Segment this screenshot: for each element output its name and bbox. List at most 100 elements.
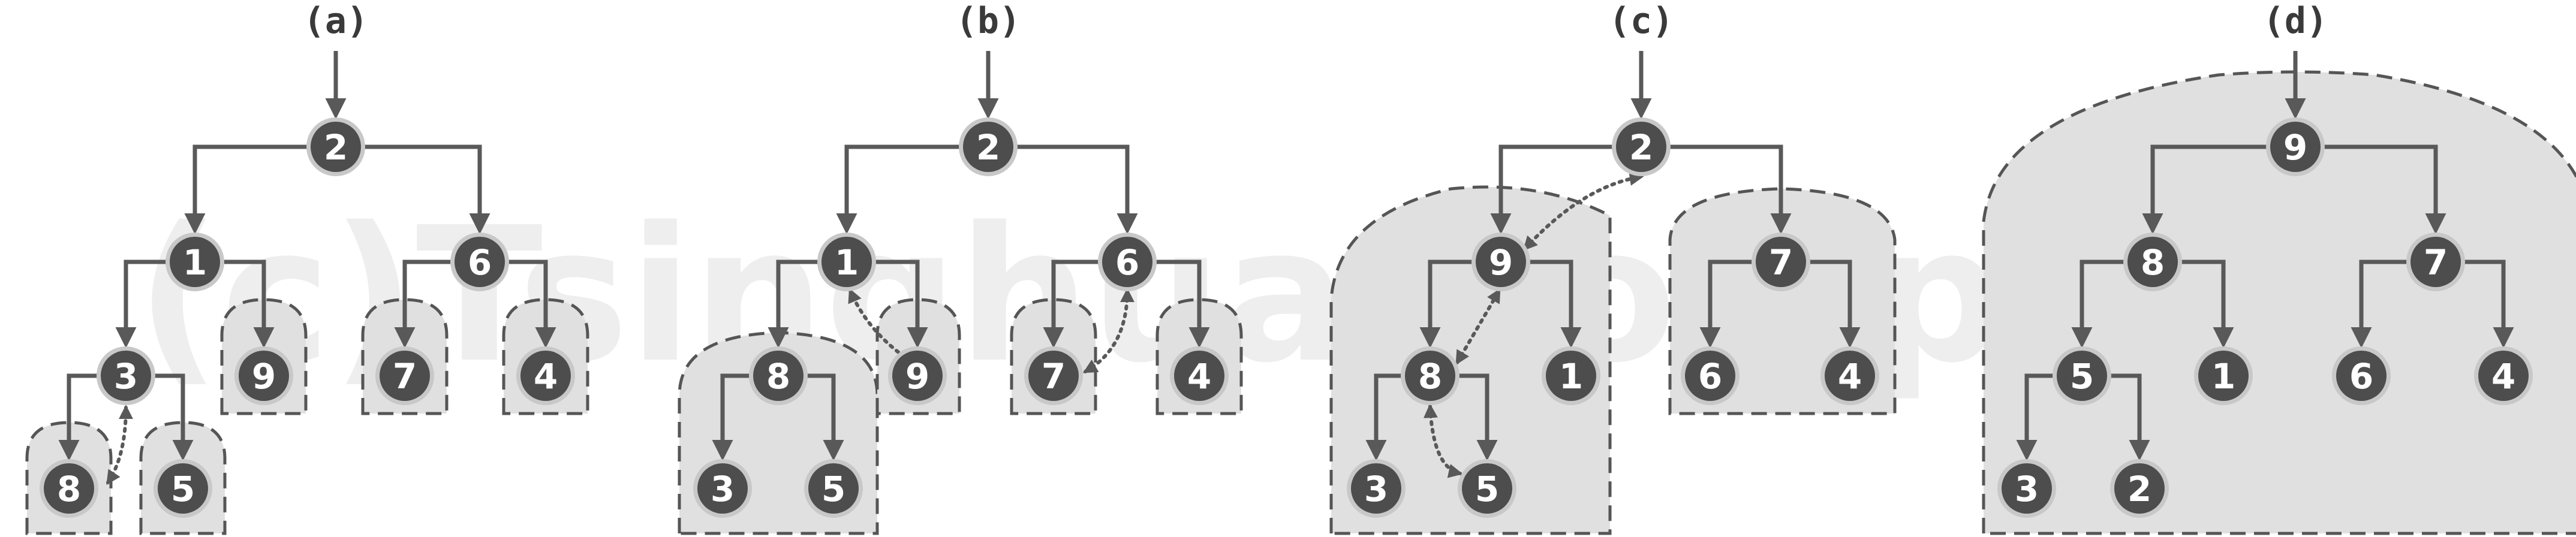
tree-edge [836,144,988,234]
node-circle [1028,351,1079,401]
node-circle [2478,351,2529,401]
heap-node: 2 [306,117,365,176]
node-value: 5 [1475,469,1499,509]
node-value: 2 [2127,469,2151,509]
node-circle [311,122,361,172]
node-circle [170,237,220,287]
node-circle [1405,351,1455,401]
node-circle [1462,463,1512,514]
heap-node: 8 [1401,346,1459,405]
swap-arrow [1082,288,1134,373]
heap-node: 8 [40,459,98,518]
heap-node: 2 [1612,117,1671,176]
heap-node: 6 [1098,233,1157,291]
node-circle [892,351,943,401]
node-value: 5 [821,469,845,509]
swap-arrow [106,405,133,485]
node-circle [158,463,208,514]
node-circle [239,351,289,401]
node-value: 2 [1629,127,1653,168]
node-value: 4 [534,356,558,397]
heap-node: 5 [804,459,863,518]
node-circle [2336,351,2387,401]
heap-node: 5 [154,459,212,518]
node-circle [963,122,1013,172]
heap-node: 6 [1681,346,1740,405]
heap-node: 7 [1752,233,1810,291]
heap-node: 4 [516,346,575,405]
node-circle [1756,237,1806,287]
node-value: 3 [711,469,735,509]
heap-node: 8 [2123,233,2182,291]
node-circle [1174,351,1224,401]
node-value: 1 [1559,356,1583,397]
node-circle [2198,351,2249,401]
heap-node: 4 [1170,346,1229,405]
node-circle [1825,351,1875,401]
heap-node: 1 [165,233,224,291]
heap-node: 9 [2266,117,2325,176]
node-value: 1 [835,242,859,283]
node-value: 5 [2070,356,2094,397]
tree-edge [336,144,490,234]
heap-node: 4 [1820,346,1879,405]
heap-node: 7 [2406,233,2465,291]
node-value: 8 [1418,356,1442,397]
node-value: 4 [2491,356,2515,397]
node-value: 9 [905,356,929,397]
node-circle [1102,237,1152,287]
node-value: 8 [766,356,790,397]
heap-node: 5 [1458,459,1516,518]
heap-node: 3 [693,459,752,518]
node-circle [101,351,151,401]
node-value: 6 [2349,356,2373,397]
heap-node: 6 [2332,346,2391,405]
panel-label: (b) [956,0,1021,42]
node-value: 4 [1838,356,1862,397]
node-circle [520,351,571,401]
heap-node: 3 [1997,459,2056,518]
node-circle [697,463,748,514]
node-circle [1351,463,1401,514]
node-circle [2114,463,2165,514]
swap-arrow [848,288,920,367]
node-circle [753,351,804,401]
tree-edge [2295,144,2446,234]
node-circle [1546,351,1596,401]
heap-node: 7 [1024,346,1083,405]
node-circle [2270,122,2321,172]
node-value: 1 [183,242,207,283]
swap-arrow [1455,288,1501,366]
heap-node: 4 [2474,346,2533,405]
heap-node: 5 [2053,346,2111,405]
heap-node: 1 [817,233,876,291]
node-circle [2127,237,2178,287]
node-value: 8 [57,469,81,509]
tree-edge [988,144,1138,234]
panel-label: (a) [303,0,368,42]
node-circle [44,463,94,514]
node-circle [2002,463,2052,514]
panel-labels: (a)(b)(c)(d) [303,0,2328,42]
heap-node: 2 [2110,459,2169,518]
tree-edge [2142,144,2295,234]
node-value: 3 [1364,469,1388,509]
node-circle [1476,237,1526,287]
heap-node: 8 [749,346,808,405]
heap-node: 2 [959,117,1018,176]
heap-node: 9 [234,346,293,405]
node-value: 7 [393,356,417,397]
panel-label: (c) [1609,0,1674,42]
node-value: 6 [1698,356,1722,397]
node-value: 7 [1042,356,1066,397]
node-value: 2 [976,127,1000,168]
tree-edge [184,144,336,234]
node-value: 3 [2015,469,2039,509]
heap-node: 1 [1542,346,1600,405]
node-circle [380,351,430,401]
heap-node: 3 [1347,459,1406,518]
node-value: 2 [324,127,348,168]
swap-arrow [1522,171,1644,251]
